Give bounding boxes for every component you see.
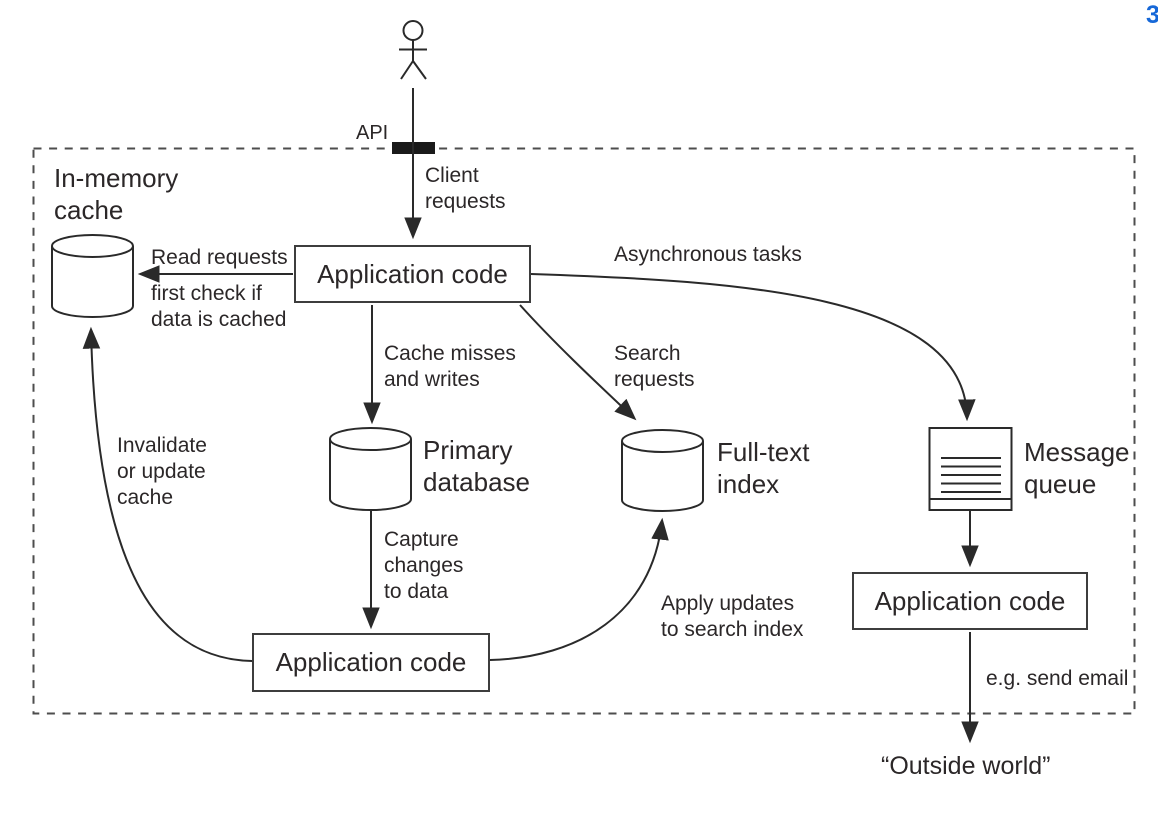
full-text-index-icon xyxy=(621,429,704,512)
application-code-label: Application code xyxy=(874,585,1066,616)
application-code-label: Application code xyxy=(317,258,508,289)
edge-invalidate-cache xyxy=(82,326,253,662)
system-boundary xyxy=(32,147,1136,715)
user-icon xyxy=(399,20,427,80)
node-application-code-lower: Application code xyxy=(252,633,490,692)
application-code-label: Application code xyxy=(275,647,467,677)
in-memory-cache-icon xyxy=(51,234,134,318)
node-application-code-center: Application code xyxy=(294,245,531,303)
page-corner-glyph: 3 xyxy=(1146,1,1158,29)
message-queue-icon xyxy=(928,427,1013,511)
node-application-code-right: Application code xyxy=(852,572,1088,630)
edge-apply-updates xyxy=(489,517,669,661)
edge-search-requests xyxy=(519,304,637,421)
primary-database-icon xyxy=(329,427,412,511)
edge-asynchronous-tasks xyxy=(530,273,976,422)
